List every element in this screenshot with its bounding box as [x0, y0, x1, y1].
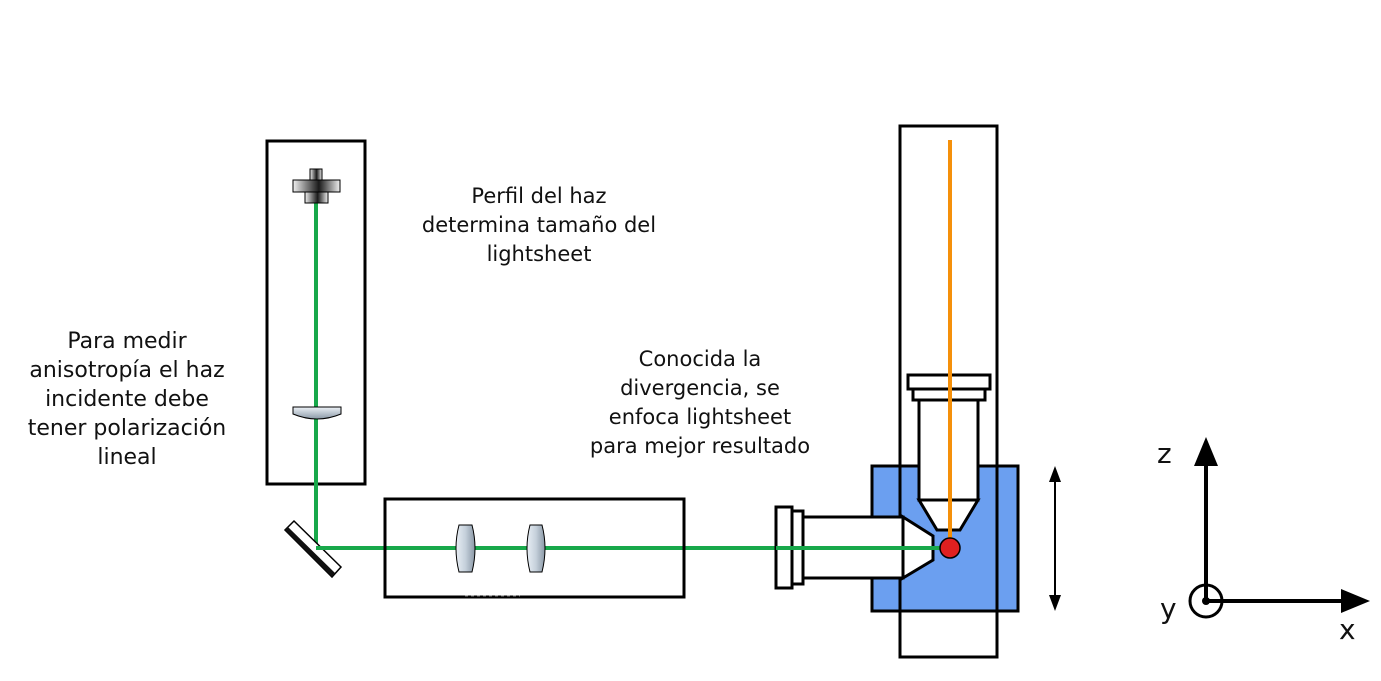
- beam-expander-enclosure: [383, 497, 686, 599]
- detection-column: [898, 124, 999, 659]
- axis-out-of-page-icon: [1188, 583, 1224, 619]
- mirror-icon: [283, 519, 343, 579]
- lens-icon: [292, 406, 342, 420]
- focus-point: [939, 537, 961, 559]
- coordinate-axes: [1188, 437, 1370, 619]
- axis-label-x: x: [1339, 613, 1356, 646]
- annotation-divergence: Conocida la divergencia, se enfoca light…: [589, 347, 811, 458]
- axis-label-y: y: [1160, 592, 1177, 625]
- laser-source-icon: [292, 168, 341, 204]
- double-arrow-icon: [1049, 466, 1061, 611]
- annotation-anisotropy: Para medir anisotropía el haz incidente …: [27, 329, 227, 470]
- annotation-beam-profile: Perfil del haz determina tamaño del ligh…: [421, 184, 657, 266]
- axis-label-z: z: [1157, 437, 1172, 470]
- lens-icon: [526, 524, 546, 573]
- lens-icon: [455, 524, 476, 573]
